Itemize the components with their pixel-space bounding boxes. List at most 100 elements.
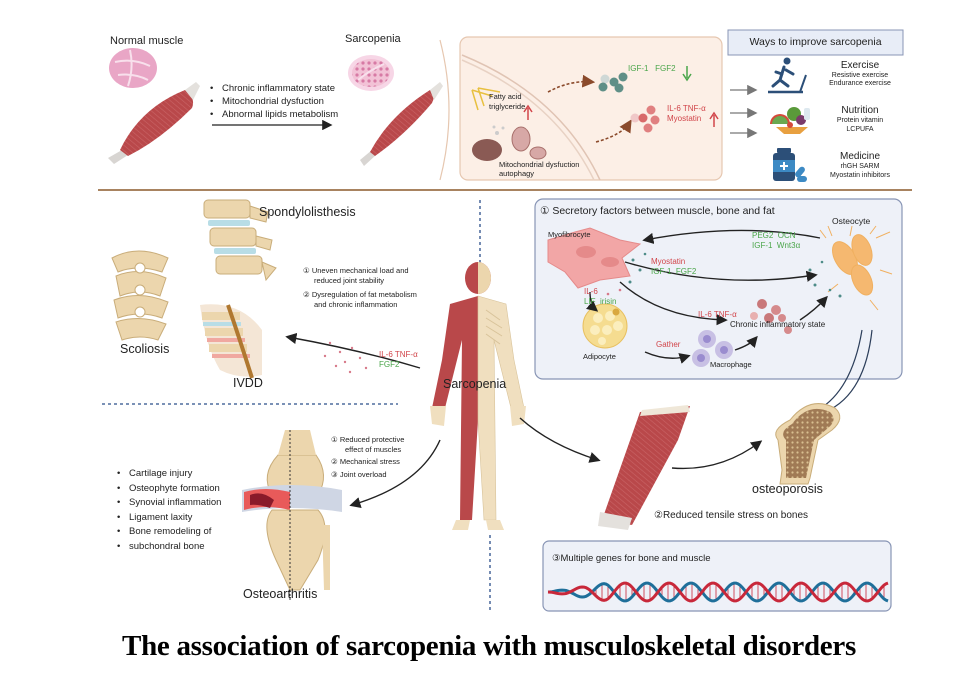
scoliosis-label: Scoliosis: [120, 342, 170, 356]
reason-number: ①: [303, 266, 310, 275]
sarcopenia-tissue: [348, 55, 394, 91]
bone-factors-line2: IGF-1 Wnt3α: [752, 241, 801, 250]
ways-header-box: [727, 29, 904, 56]
spondylolisthesis-illustration: [203, 199, 277, 282]
tensile-stress-label: ②Reduced tensile stress on bones: [654, 510, 809, 521]
reason-number: ②: [331, 457, 338, 466]
osteoporosis-label: osteoporosis: [752, 482, 823, 496]
il6-tnf-label: IL-6 TNF-α: [698, 310, 737, 319]
nutrition-detail-1: Protein vitamin: [836, 117, 884, 124]
reason-text: effect of muscles: [345, 445, 402, 454]
ways-arrows: [730, 84, 758, 139]
upregulated-factors-line1: IL-6 TNF-α: [667, 104, 706, 113]
oa-symptom: Cartilage injury: [117, 467, 221, 482]
chronic-inflammatory-label: Chronic inflammatory state: [730, 320, 826, 329]
genes-label: ③Multiple genes for bone and muscle: [552, 553, 711, 564]
reason-text: Reduced protective: [339, 435, 405, 444]
reason-number: ①: [331, 435, 338, 444]
reason-text: reduced joint stability: [314, 276, 385, 285]
sarcopenia-body-label: Sarcopenia: [443, 377, 507, 391]
fatty-acid-label: Fatty acid: [489, 92, 522, 101]
secretory-dots: [606, 252, 842, 298]
myofibrocyte-illustration: [547, 227, 642, 289]
oa-symptom: Osteophyte formation: [117, 482, 221, 497]
human-body-illustration: [430, 262, 526, 530]
triglyceride-label: triglyceride: [489, 102, 526, 111]
reason-text: Dysregulation of fat metabolism: [311, 290, 417, 299]
cause-item: Mitochondrial dysfuction: [210, 95, 338, 108]
thigh-muscle-illustration: [598, 405, 690, 530]
medicine-detail-1: rhGH SARM: [840, 163, 880, 170]
mechanism-panel: [439, 36, 723, 181]
normal-muscle-illustration: [108, 82, 200, 164]
oa-reason-1: ① Reduced protective effect of muscles: [331, 435, 404, 455]
to-bone-arrow: [671, 440, 763, 470]
adipocyte-illustration: [582, 303, 628, 349]
reason-text: and chronic inflammation: [314, 300, 398, 309]
spondylolisthesis-label: Spondylolisthesis: [259, 205, 356, 219]
to-oa-arrow: [349, 439, 441, 508]
spine-reason-1: ① Uneven mechanical load and reduced joi…: [303, 266, 409, 286]
secretory-title: ① Secretory factors between muscle, bone…: [540, 205, 775, 217]
ivdd-illustration: [200, 304, 262, 379]
scoliosis-illustration: [111, 250, 169, 341]
cause-item: Chronic inflammatory state: [210, 82, 338, 95]
ways-title: Ways to improve sarcopenia: [749, 36, 882, 48]
sarcopenia-muscle-illustration: [360, 82, 443, 166]
secretory-arrows: [585, 229, 828, 364]
gather-label: Gather: [656, 340, 681, 349]
oa-symptom: Synovial inflammation: [117, 496, 221, 511]
downregulated-factors: IGF-1 FGF2: [628, 64, 676, 73]
il6-label: IL-6: [584, 287, 598, 296]
mito-dysfunction-label: Mitochondrial dysfuction: [499, 160, 580, 169]
spine-factors-green: FGF2: [379, 360, 400, 369]
spine-factor-dots: [323, 341, 368, 374]
adipocyte-label: Adipocyte: [583, 352, 616, 361]
autophagy-label: autophagy: [499, 169, 535, 178]
osteocyte-illustration: [819, 225, 893, 311]
reason-number: ②: [303, 290, 310, 299]
nutrition-detail-2: LCPUFA: [846, 126, 874, 133]
medicine-bottle-icon: [773, 148, 807, 182]
reason-text: Uneven mechanical load and: [311, 266, 409, 275]
reason-text: Joint overload: [339, 470, 387, 479]
osteocyte-label: Osteocyte: [832, 216, 871, 226]
oa-symptom: Bone remodeling of: [117, 525, 221, 540]
muscle-factor-green: IGF-1 FGF2: [651, 267, 697, 276]
lif-irisin-label: LIF irisin: [584, 297, 617, 306]
normal-muscle-tissue: [109, 48, 157, 88]
myofibrocyte-label: Myofibrocyte: [548, 230, 591, 239]
exercise-label: Exercise: [840, 60, 880, 71]
osteoarthritis-label: Osteoarthritis: [243, 587, 318, 601]
genes-panel: [542, 540, 892, 612]
reason-number: ③: [331, 470, 338, 479]
causes-list: Chronic inflammatory state Mitochondrial…: [210, 82, 338, 121]
oa-symptom: subchondral bone: [117, 540, 221, 555]
sarcopenia-top-label: Sarcopenia: [345, 33, 401, 45]
oa-symptoms-list: Cartilage injury Osteophyte formation Sy…: [117, 467, 221, 554]
muscle-factor-red: Myostatin: [651, 257, 686, 266]
dna-strand-blue: [547, 581, 889, 603]
spine-factors-red: IL-6 TNF-α: [379, 350, 418, 359]
exercise-detail-2: Endurance exercise: [829, 80, 891, 87]
figure-title: The association of sarcopenia with muscu…: [122, 630, 856, 662]
exercise-detail-1: Resistive exercise: [831, 72, 889, 79]
upregulated-factors-line2: Myostatin: [667, 114, 702, 123]
medicine-label: Medicine: [839, 151, 881, 162]
macrophage-illustration: [692, 330, 733, 367]
nutrition-label: Nutrition: [841, 105, 879, 116]
oa-symptom: Ligament laxity: [117, 511, 221, 526]
to-spine-arrow: [285, 332, 421, 369]
femur-osteoporosis-illustration: [775, 403, 841, 485]
reason-text: Mechanical stress: [339, 457, 400, 466]
oa-reason-2: ② Mechanical stress: [331, 457, 400, 466]
bone-factors-line1: PEG2 OCN: [752, 231, 796, 240]
normal-muscle-label: Normal muscle: [110, 35, 184, 47]
inflammatory-cells: [750, 299, 792, 334]
medicine-detail-2: Myostatin inhibitors: [830, 172, 890, 179]
spine-reason-2: ② Dysregulation of fat metabolism and ch…: [303, 290, 417, 310]
dna-helix-illustration: [547, 581, 889, 603]
cause-item: Abnormal lipids metabolism: [210, 108, 338, 121]
to-thigh-arrow: [519, 417, 601, 463]
